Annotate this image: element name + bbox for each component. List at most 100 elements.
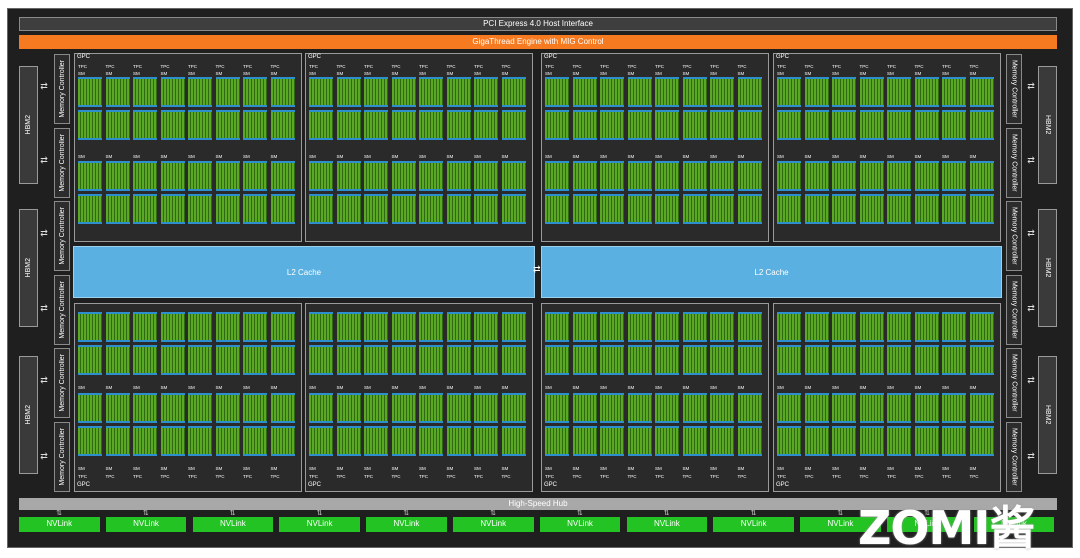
- sm-unit: [627, 426, 652, 456]
- sm-unit: [336, 194, 361, 224]
- sm-label: SM: [364, 71, 371, 76]
- sm-unit: [160, 110, 185, 140]
- sm-unit: [887, 77, 911, 107]
- sm-label: SM: [887, 154, 894, 159]
- tpc-label: TPC: [572, 64, 582, 69]
- sm-label: SM: [188, 71, 195, 76]
- sm-unit: [188, 312, 212, 342]
- sm-unit: [160, 345, 185, 375]
- gigathread-engine: GigaThread Engine with MIG Control: [19, 35, 1057, 49]
- sm-unit: [105, 110, 130, 140]
- sm-unit: [655, 110, 679, 140]
- sm-label: SM: [710, 154, 717, 159]
- sm-unit: [105, 161, 130, 191]
- sm-label: SM: [446, 385, 454, 390]
- sm-unit: [133, 345, 157, 375]
- tpc-label: TPC: [133, 64, 142, 69]
- sm-unit: [545, 345, 569, 375]
- sm-unit: [545, 110, 569, 140]
- sm-unit: [942, 161, 966, 191]
- sm-unit: [710, 345, 734, 375]
- sm-unit: [804, 426, 829, 456]
- sm-unit: [887, 312, 911, 342]
- sm-unit: [160, 77, 185, 107]
- sm-label: SM: [160, 466, 168, 471]
- tpc-label: TPC: [859, 474, 869, 479]
- sm-label: SM: [215, 71, 223, 76]
- sm-unit: [270, 312, 295, 342]
- sm-label: SM: [627, 466, 635, 471]
- sm-unit: [914, 77, 939, 107]
- sm-label: SM: [572, 71, 580, 76]
- sm-unit: [572, 110, 597, 140]
- sm-unit: [309, 110, 333, 140]
- sm-unit: [391, 194, 416, 224]
- sm-label: SM: [600, 466, 607, 471]
- sm-label: SM: [243, 466, 250, 471]
- sm-label: SM: [270, 154, 278, 159]
- sm-unit: [832, 426, 856, 456]
- sm-label: SM: [364, 154, 371, 159]
- sm-unit: [710, 194, 734, 224]
- sm-label: SM: [572, 385, 580, 390]
- sm-unit: [133, 393, 157, 423]
- sm-unit: [710, 77, 734, 107]
- tpc-label: TPC: [942, 64, 951, 69]
- sm-label: SM: [391, 466, 399, 471]
- sm-label: SM: [545, 385, 552, 390]
- sm-unit: [655, 77, 679, 107]
- sm-unit: [419, 312, 443, 342]
- sm-unit: [887, 194, 911, 224]
- sm-unit: [215, 312, 240, 342]
- sm-label: SM: [419, 466, 426, 471]
- sm-label: SM: [942, 466, 949, 471]
- sm-unit: [474, 77, 498, 107]
- sm-label: SM: [78, 71, 85, 76]
- sm-label: SM: [942, 385, 949, 390]
- gpc-label: GPC: [544, 482, 558, 488]
- sm-unit: [78, 77, 102, 107]
- tpc-label: TPC: [545, 474, 554, 479]
- sm-unit: [188, 194, 212, 224]
- sm-unit: [501, 110, 526, 140]
- sm-unit: [243, 110, 267, 140]
- gpc-label: GPC: [77, 54, 91, 60]
- nvlink-port: NVLink: [192, 517, 274, 532]
- tpc-label: TPC: [243, 64, 252, 69]
- sm-unit: [655, 161, 679, 191]
- sm-unit: [133, 77, 157, 107]
- sm-label: SM: [804, 466, 812, 471]
- sm-unit: [474, 393, 498, 423]
- tpc-label: TPC: [446, 474, 456, 479]
- sm-unit: [391, 345, 416, 375]
- sm-unit: [391, 312, 416, 342]
- sm-label: SM: [501, 385, 509, 390]
- bidirectional-arrow-icon: ⇄: [40, 228, 48, 238]
- sm-unit: [446, 345, 471, 375]
- bidirectional-arrow-icon: ⇅: [142, 510, 149, 517]
- sm-unit: [78, 110, 102, 140]
- sm-label: SM: [243, 71, 250, 76]
- sm-unit: [914, 312, 939, 342]
- sm-unit: [78, 194, 102, 224]
- sm-label: SM: [160, 154, 168, 159]
- sm-unit: [859, 393, 884, 423]
- l2-cache: L2 Cache: [73, 246, 535, 298]
- sm-unit: [600, 426, 624, 456]
- sm-unit: [364, 426, 388, 456]
- sm-unit: [545, 426, 569, 456]
- sm-label: SM: [914, 385, 922, 390]
- sm-unit: [364, 345, 388, 375]
- sm-unit: [655, 312, 679, 342]
- tpc-label: TPC: [309, 64, 318, 69]
- nvlink-port: NVLink: [800, 517, 881, 532]
- nvlink-port: NVLink: [539, 517, 621, 532]
- sm-label: SM: [336, 385, 344, 390]
- sm-unit: [969, 393, 994, 423]
- tpc-label: TPC: [270, 474, 280, 479]
- sm-label: SM: [777, 385, 784, 390]
- sm-unit: [655, 345, 679, 375]
- sm-label: SM: [859, 385, 867, 390]
- sm-unit: [160, 194, 185, 224]
- tpc-label: TPC: [391, 64, 401, 69]
